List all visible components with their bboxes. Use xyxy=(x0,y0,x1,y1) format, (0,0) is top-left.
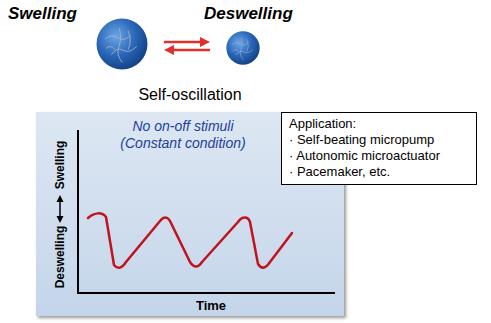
arrow-shaft xyxy=(172,49,210,52)
condition-note: No on-off stimuli (Constant condition) xyxy=(108,118,258,152)
label-holder: Time xyxy=(196,298,226,313)
list-item: · Pacemaker, etc. xyxy=(289,164,469,180)
gel-sphere-shape xyxy=(96,18,148,70)
text-holder: Swelling xyxy=(8,4,77,24)
label-holder: Swelling xyxy=(53,141,67,190)
arrow-shaft xyxy=(164,41,202,44)
box-heading: Application: xyxy=(289,116,469,132)
label-holder: Deswelling xyxy=(53,226,67,289)
reaction-arrow xyxy=(164,45,210,55)
state-heading: Swelling xyxy=(8,4,77,24)
deswollen-gel-sphere: Deswelling xyxy=(226,31,260,65)
axis-label: Time xyxy=(196,298,226,313)
axis-label: Deswelling xyxy=(53,226,67,289)
label-holder: Self-oscillation xyxy=(138,86,241,104)
axis-label: Swelling xyxy=(53,141,67,190)
arrow-head xyxy=(164,45,174,55)
text-holder: No on-off stimuli (Constant condition) xyxy=(108,118,258,152)
arrow-head xyxy=(200,37,210,47)
reaction-arrow xyxy=(164,37,210,47)
application-box: Application:· Self-beating micropump· Au… xyxy=(281,112,477,185)
gel-sphere-shape xyxy=(226,31,260,65)
text-holder: Deswelling xyxy=(204,4,293,24)
state-heading: Deswelling xyxy=(204,4,293,24)
list-item: · Autonomic microactuator xyxy=(289,148,469,164)
swollen-gel-sphere: Swelling xyxy=(96,18,148,70)
process-label: Self-oscillation xyxy=(138,86,241,104)
list-item: · Self-beating micropump xyxy=(289,132,469,148)
